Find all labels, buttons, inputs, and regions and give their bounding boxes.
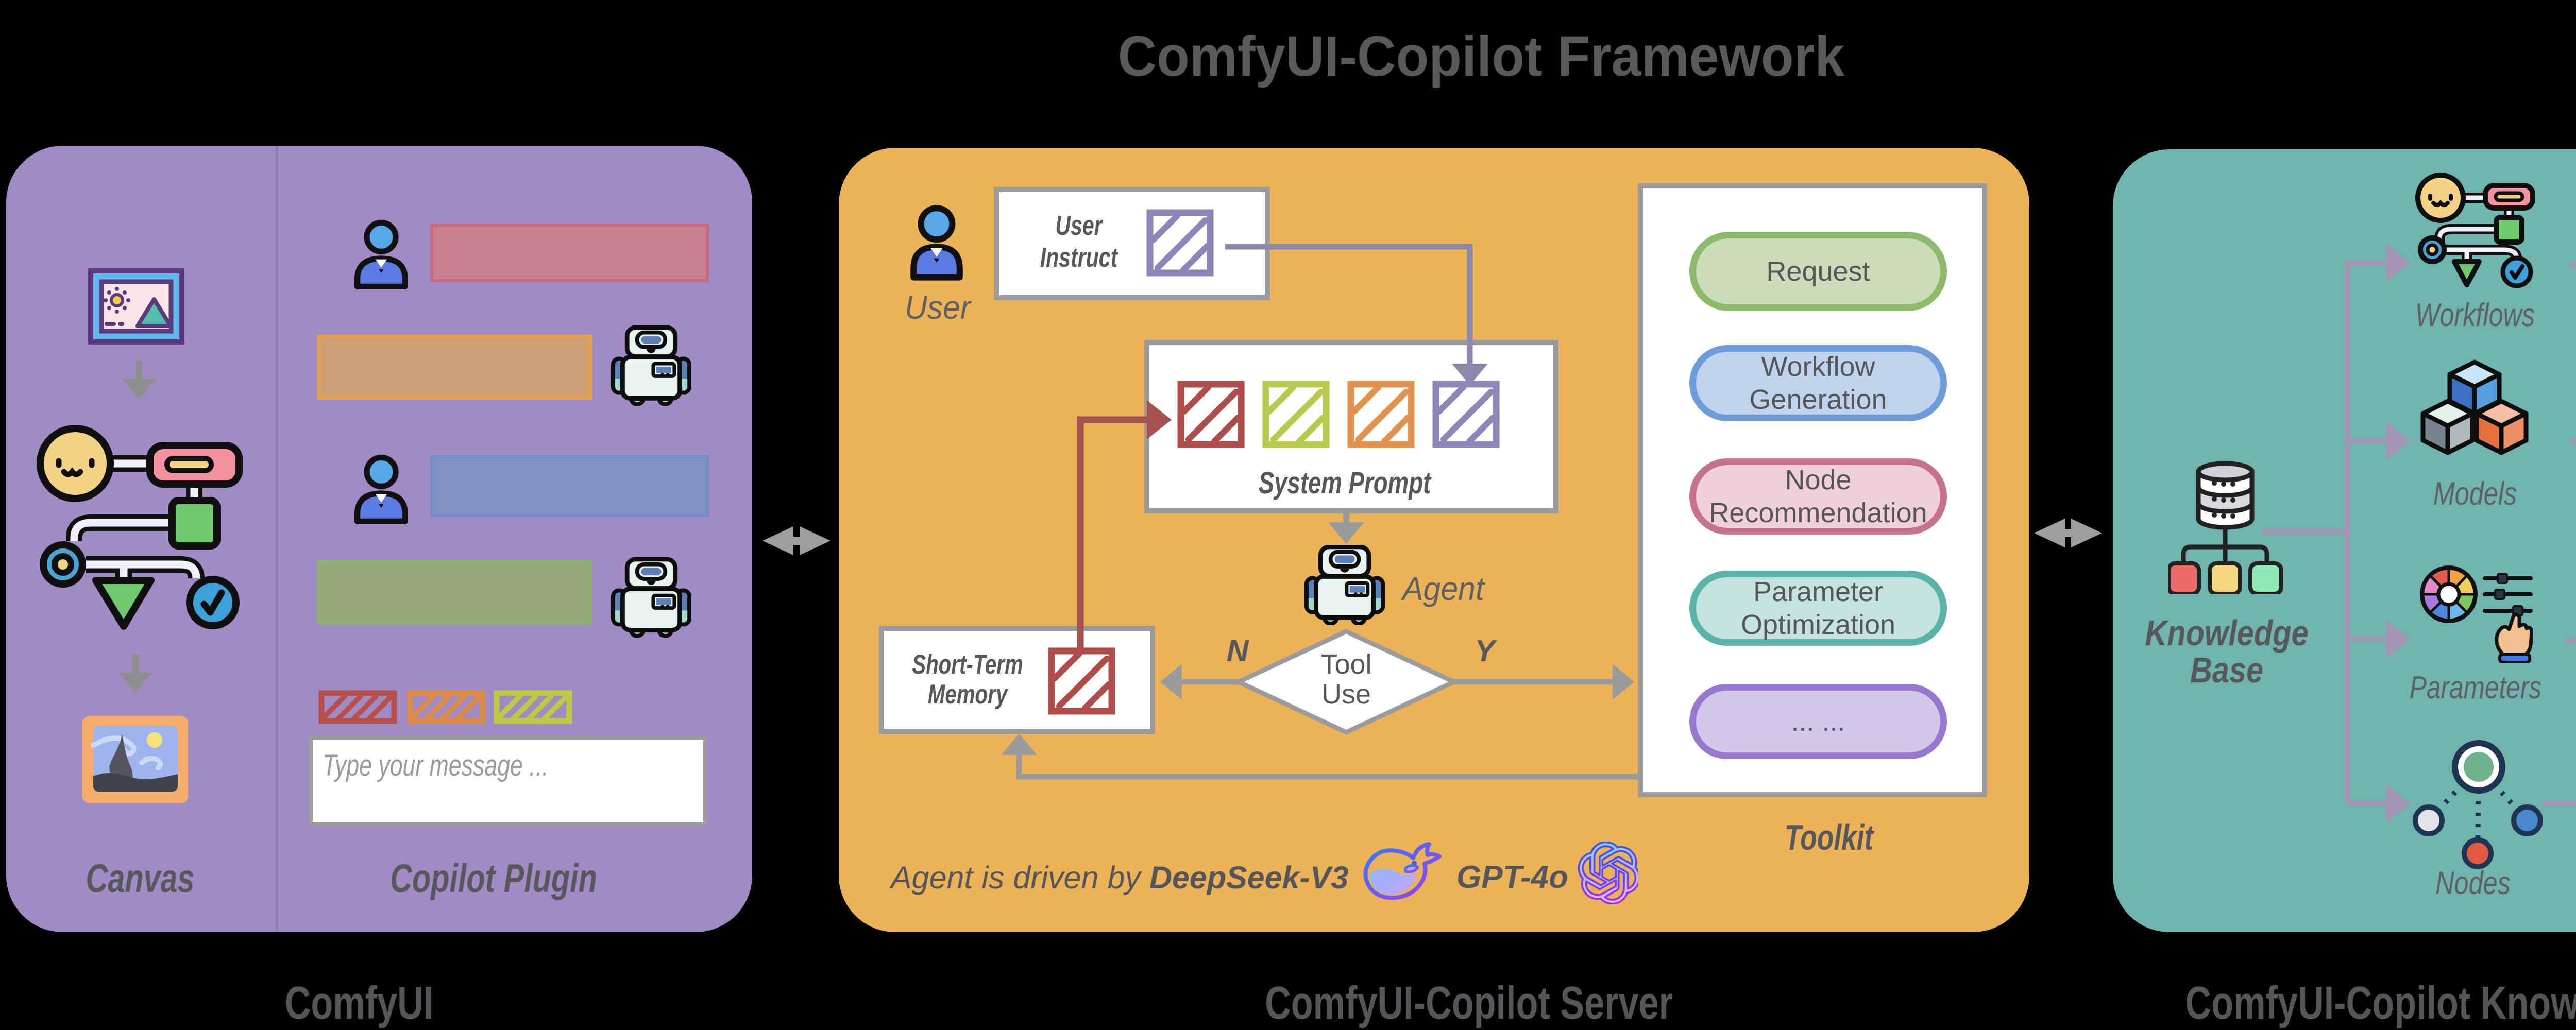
svg-text:Use: Use	[1321, 679, 1371, 710]
svg-text:Tool: Tool	[1320, 649, 1371, 680]
